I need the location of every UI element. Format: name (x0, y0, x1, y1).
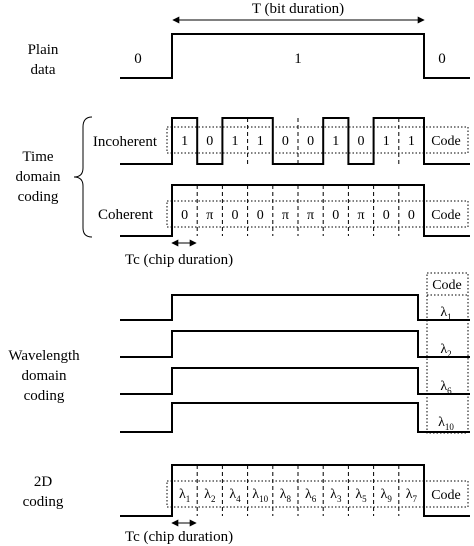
chip-label: 0 (257, 208, 264, 223)
wavelength-domain-section: Wavelength domain coding Code λ1 λ2 λ6 λ10 (8, 272, 470, 434)
incoherent-chip-group: 1 0 1 1 0 0 1 0 1 1 (181, 118, 415, 164)
wavelength-label: λ2 (440, 342, 451, 359)
wavelength-label-group: λ1 λ2 λ6 λ10 (438, 305, 454, 432)
chip-label: 1 (383, 134, 390, 149)
chip-label: 1 (332, 134, 339, 149)
chip-label: 1 (232, 134, 239, 149)
two-d-chip-label: λ2 (204, 487, 215, 504)
chip-label: 0 (206, 134, 213, 149)
chip-label: π (357, 208, 364, 223)
two-d-section: 2D coding λ1 λ2 λ4 λ10 λ8 λ6 λ3 λ5 λ9 λ7 Code Tc … (23, 464, 470, 545)
wavelength-domain-label-line2: domain (22, 368, 67, 384)
two-d-label-line2: coding (23, 494, 64, 510)
chip-label: 0 (232, 208, 239, 223)
incoherent-code-label: Code (431, 134, 461, 149)
chip-label: 0 (358, 134, 365, 149)
two-d-chip-label: λ5 (355, 487, 367, 504)
two-d-chip-label: λ8 (280, 487, 292, 504)
two-d-chip-label: λ3 (330, 487, 342, 504)
time-domain-label-line1: Time (22, 149, 53, 165)
incoherent-label: Incoherent (93, 134, 158, 150)
chip-label: 0 (307, 134, 314, 149)
coherent-code-box (166, 200, 469, 228)
plain-data-label-line1: Plain (28, 42, 59, 58)
wavelength-label: λ6 (440, 379, 452, 396)
plain-bit-after: 0 (438, 51, 446, 67)
time-domain-brace (73, 116, 93, 238)
wavelength-domain-label-line1: Wavelength (8, 348, 80, 364)
two-d-chip-label: λ10 (252, 487, 268, 504)
chip-label: π (206, 208, 213, 223)
incoherent-code-box (166, 126, 469, 154)
two-d-chip-label: λ7 (406, 487, 418, 504)
chip-label: π (282, 208, 289, 223)
two-d-chip-label: λ6 (305, 487, 317, 504)
plain-data-label-line2: data (31, 62, 56, 78)
wavelength-code-box (426, 272, 469, 434)
plain-data-section: T (bit duration) Plain data 0 1 0 (28, 1, 470, 79)
wavelength-waveform-3 (120, 367, 470, 395)
chip-label: 0 (282, 134, 289, 149)
two-d-label-line1: 2D (34, 474, 53, 490)
bit-duration-label: T (bit duration) (252, 1, 344, 17)
two-d-chip-duration-label: Tc (chip duration) (125, 529, 233, 545)
wavelength-label: λ10 (438, 415, 454, 432)
wavelength-waveform-2 (120, 330, 470, 358)
plain-bit: 1 (294, 51, 302, 67)
wavelength-waveform-4 (120, 402, 470, 433)
two-d-chip-label: λ9 (381, 487, 393, 504)
two-d-chip-label: λ1 (179, 487, 190, 504)
chip-label: 0 (181, 208, 188, 223)
plain-bit-before: 0 (134, 51, 142, 67)
chip-label: 0 (332, 208, 339, 223)
chip-label: 0 (383, 208, 390, 223)
chip-duration-label: Tc (chip duration) (125, 252, 233, 268)
two-d-code-box (166, 480, 469, 508)
wavelength-label: λ1 (440, 305, 451, 322)
two-d-chip-label: λ4 (229, 487, 241, 504)
chip-label: 1 (408, 134, 415, 149)
chip-label: 0 (408, 208, 415, 223)
time-domain-label-line3: coding (18, 189, 59, 205)
coherent-chip-group: 0 π 0 0 π π 0 π 0 0 (181, 185, 415, 236)
two-d-chip-group: λ1 λ2 λ4 λ10 λ8 λ6 λ3 λ5 λ9 λ7 (179, 465, 418, 516)
incoherent-waveform (120, 117, 470, 165)
coherent-code-label: Code (431, 208, 461, 223)
wavelength-code-label: Code (432, 278, 462, 293)
chip-label: 1 (257, 134, 264, 149)
chip-label: 1 (181, 134, 188, 149)
chip-label: π (307, 208, 314, 223)
plain-data-waveform (120, 33, 470, 79)
coherent-waveform (120, 184, 470, 237)
two-d-code-label: Code (431, 488, 461, 503)
wavelength-domain-label-line3: coding (24, 388, 65, 404)
two-d-waveform (120, 464, 470, 517)
coherent-label: Coherent (98, 207, 154, 223)
wavelength-waveform-1 (120, 294, 470, 321)
time-domain-label-line2: domain (16, 169, 61, 185)
